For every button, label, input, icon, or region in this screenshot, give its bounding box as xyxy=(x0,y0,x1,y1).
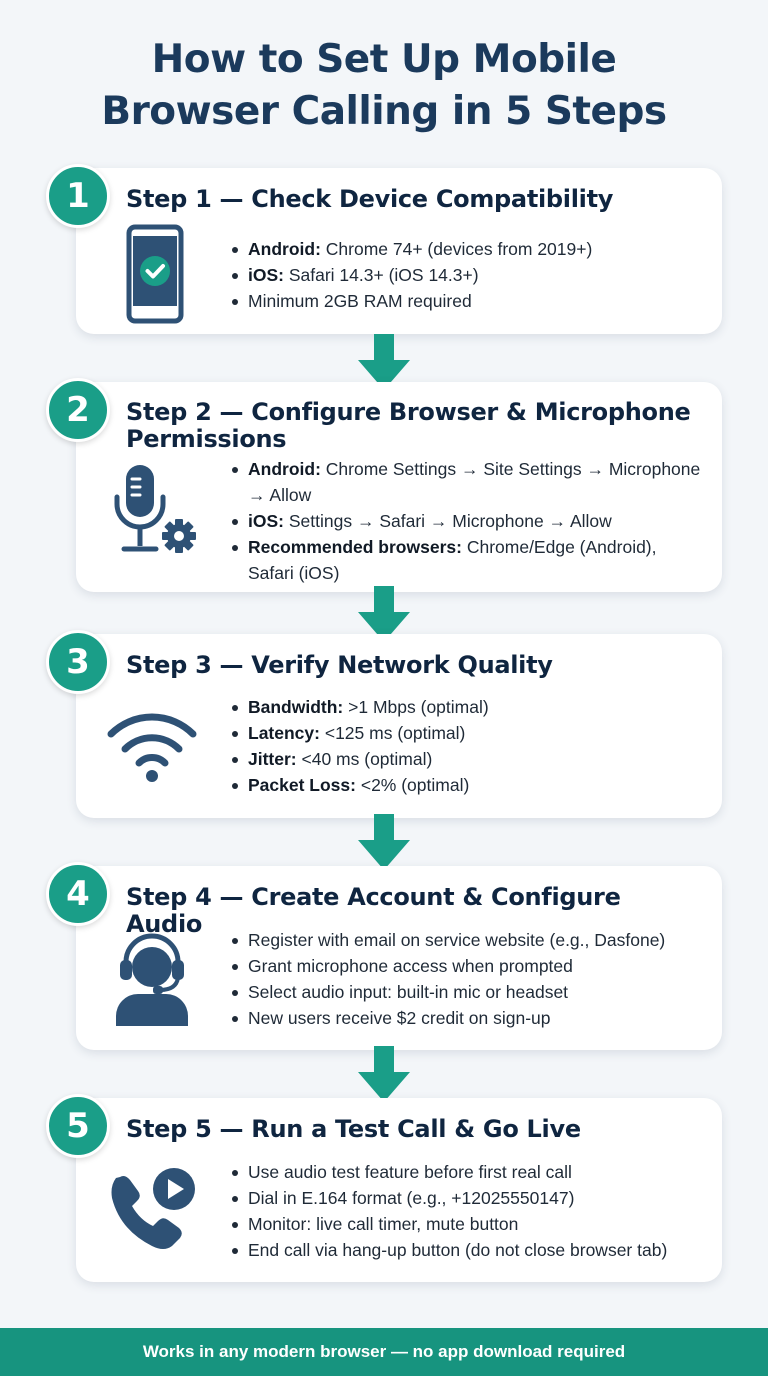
step-2-title: Step 2 — Configure Browser & Microphone … xyxy=(126,398,691,453)
list-item: Latency: <125 ms (optimal) xyxy=(230,720,706,746)
list-item: Minimum 2GB RAM required xyxy=(230,288,706,314)
step-2-card: Step 2 — Configure Browser & Microphone … xyxy=(76,382,722,592)
step-3-bullets: Bandwidth: >1 Mbps (optimal) Latency: <1… xyxy=(230,694,706,798)
page-title: How to Set Up Mobile Browser Calling in … xyxy=(0,34,768,138)
step-3-title: Step 3 — Verify Network Quality xyxy=(126,651,553,679)
list-item: Bandwidth: >1 Mbps (optimal) xyxy=(230,694,706,720)
page-title-line-1: How to Set Up Mobile xyxy=(151,37,617,82)
step-2-badge: 2 xyxy=(46,378,110,442)
list-item: Jitter: <40 ms (optimal) xyxy=(230,746,706,772)
step-1-title: Step 1 — Check Device Compatibility xyxy=(126,185,614,213)
footer-banner: Works in any modern browser — no app dow… xyxy=(0,1328,768,1376)
step-5-badge: 5 xyxy=(46,1094,110,1158)
list-item: Register with email on service website (… xyxy=(230,927,706,953)
step-1-card: Step 1 — Check Device Compatibility Andr… xyxy=(76,168,722,334)
step-4-to-5-arrow-icon xyxy=(358,1046,410,1107)
list-item: Recommended browsers: Chrome/Edge (Andro… xyxy=(230,534,706,586)
wifi-icon xyxy=(106,706,198,782)
step-5-bullets: Use audio test feature before first real… xyxy=(230,1159,706,1263)
list-item: Android: Chrome Settings → Site Settings… xyxy=(230,456,706,508)
step-4-badge: 4 xyxy=(46,862,110,926)
step-4-card: Step 4 — Create Account & Configure Audi… xyxy=(76,866,722,1050)
smartphone-check-icon xyxy=(126,224,184,324)
list-item: Use audio test feature before first real… xyxy=(230,1159,706,1185)
page-title-line-2: Browser Calling in 5 Steps xyxy=(101,89,667,134)
list-item: Dial in E.164 format (e.g., +12025550147… xyxy=(230,1185,706,1211)
list-item: iOS: Settings → Safari → Microphone → Al… xyxy=(230,508,706,534)
list-item: Monitor: live call timer, mute button xyxy=(230,1211,706,1237)
step-2-bullets: Android: Chrome Settings → Site Settings… xyxy=(230,456,706,586)
list-item: End call via hang-up button (do not clos… xyxy=(230,1237,706,1263)
step-4-bullets: Register with email on service website (… xyxy=(230,927,706,1031)
step-1-to-2-arrow-icon xyxy=(358,334,410,395)
microphone-gear-icon xyxy=(114,462,200,558)
step-5-card: Step 5 — Run a Test Call & Go Live Use a… xyxy=(76,1098,722,1282)
step-3-badge: 3 xyxy=(46,630,110,694)
list-item: Android: Chrome 74+ (devices from 2019+) xyxy=(230,236,706,262)
step-1-bullets: Android: Chrome 74+ (devices from 2019+)… xyxy=(230,236,706,314)
step-1-badge: 1 xyxy=(46,164,110,228)
step-2-to-3-arrow-icon xyxy=(358,586,410,647)
phone-play-icon xyxy=(108,1158,202,1258)
step-3-card: Step 3 — Verify Network Quality Bandwidt… xyxy=(76,634,722,818)
step-3-to-4-arrow-icon xyxy=(358,814,410,875)
list-item: Grant microphone access when prompted xyxy=(230,953,706,979)
step-4-title: Step 4 — Create Account & Configure Audi… xyxy=(126,883,621,938)
list-item: iOS: Safari 14.3+ (iOS 14.3+) xyxy=(230,262,706,288)
list-item: New users receive $2 credit on sign-up xyxy=(230,1005,706,1031)
list-item: Packet Loss: <2% (optimal) xyxy=(230,772,706,798)
step-5-title: Step 5 — Run a Test Call & Go Live xyxy=(126,1115,581,1143)
headset-user-icon xyxy=(112,932,192,1026)
list-item: Select audio input: built-in mic or head… xyxy=(230,979,706,1005)
footer-text: Works in any modern browser — no app dow… xyxy=(142,1342,626,1361)
